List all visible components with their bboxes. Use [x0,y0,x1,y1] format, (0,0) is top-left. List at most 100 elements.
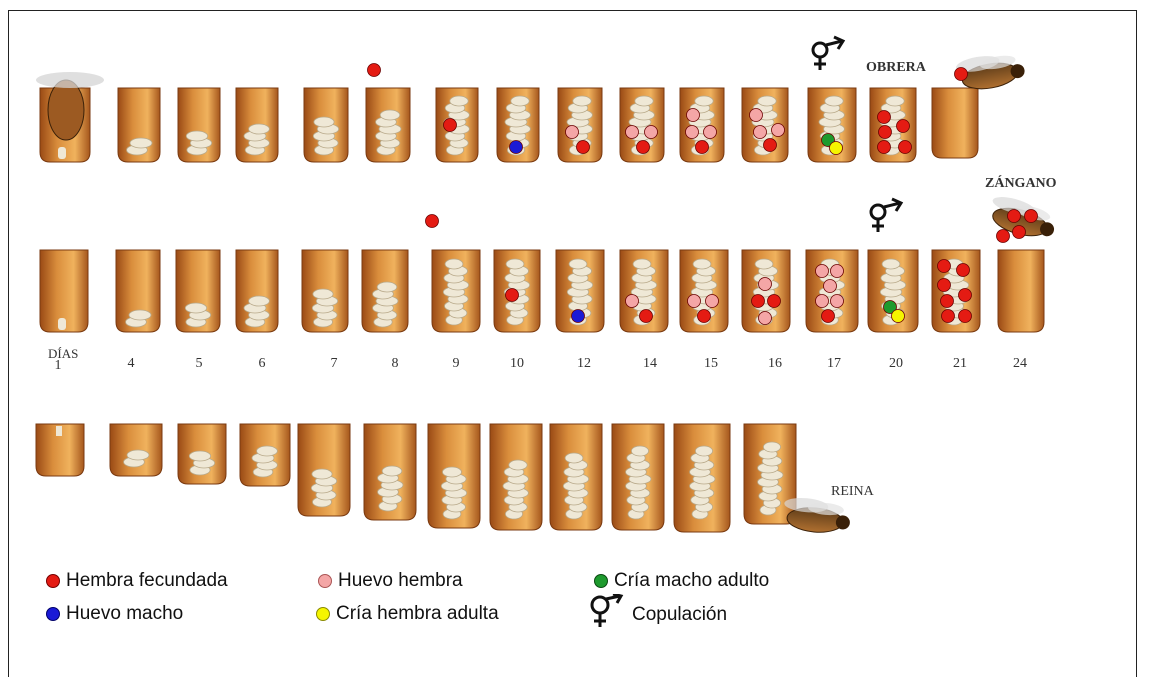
legend-cria-hembra-adulta: Cría hembra adulta [316,603,499,625]
marker-dot [566,126,579,139]
marker-dot [645,126,658,139]
zangano-cell [432,250,480,332]
larva-segment [445,259,463,269]
marker-dot [942,310,955,323]
legend-label: Cría macho adulto [614,570,769,592]
larva-segment [506,259,524,269]
marker-dot [824,280,837,293]
marker-dot [955,68,968,81]
obrera-cell [178,88,220,162]
day-label: 14 [643,356,657,372]
marker-dot [772,124,785,137]
cell-body [998,250,1044,332]
larva-segment [129,310,151,320]
marker-dot [706,295,719,308]
day-label: 21 [953,356,967,372]
label-dias: DÍAS [48,346,78,362]
label-reina: REINA [831,484,874,500]
marker-dot [892,310,905,323]
symbol-ring [813,43,827,57]
marker-dot [831,295,844,308]
zangano-cell [362,250,408,332]
marker-dot [941,295,954,308]
cell-body [932,88,978,158]
marker-dot [426,215,439,228]
larva-segment [573,96,591,106]
marker-dot [899,141,912,154]
larva-segment [450,96,468,106]
marker-dot [572,310,585,323]
larva-segment [249,296,270,306]
larva-segment [443,467,462,477]
reina-cell [612,424,664,530]
day-label: 15 [704,356,718,372]
bee-body [48,80,84,140]
marker-dot [1008,210,1021,223]
larva-segment [314,117,334,127]
marker-dot [444,119,457,132]
marker-dot [816,265,829,278]
legend-huevo-macho: Huevo macho [46,603,183,625]
marker-dot [759,278,772,291]
larva-segment [382,466,402,476]
larva-segment [127,450,149,460]
obrera-cell-empty [932,88,978,158]
marker-dot [997,230,1010,243]
marker-dot [816,295,829,308]
marker-dot [510,141,523,154]
red-dot-icon [46,574,60,588]
marker-dot [698,310,711,323]
marker-dot [878,141,891,154]
marker-dot [626,295,639,308]
marker-dot [704,126,717,139]
reina-cell [428,424,480,528]
blue-dot-icon [46,607,60,621]
zangano-cell [176,250,220,332]
larva-segment [511,96,529,106]
larva-segment [565,453,583,463]
day-label: 7 [331,356,338,372]
zangano-cell [302,250,348,332]
larva-segment [313,289,333,299]
larva-segment [377,282,397,292]
marker-dot [752,295,765,308]
day-label: 1 [55,358,62,374]
legend-label: Hembra fecundada [66,570,228,592]
reina-cell [744,424,796,524]
reina-cell [550,424,602,530]
larva-segment [635,96,653,106]
zangano-cell [236,250,278,332]
larva-segment [886,96,904,106]
larva-segment [312,469,332,479]
marker-dot [696,141,709,154]
larva-segment [825,96,843,106]
larva-segment [257,446,278,456]
legend-huevo-hembra: Huevo hembra [318,570,463,592]
larva-segment [758,96,776,106]
reina-cell [298,424,350,516]
egg [58,318,66,330]
larva-segment [763,442,780,452]
larva-segment [189,451,210,461]
obrera-cell [236,88,278,162]
zangano-cell [40,250,88,332]
bee-wing [36,72,104,88]
marker-dot [831,265,844,278]
larva-segment [633,259,651,269]
obrera-cell [366,88,410,162]
egg [58,147,66,159]
day-label: 20 [889,356,903,372]
larva-segment [693,259,711,269]
label-zangano: ZÁNGANO [985,176,1057,192]
marker-dot [830,142,843,155]
marker-dot [759,312,772,325]
obrera-cell [436,88,478,162]
copulation-symbol-obrera [813,37,843,70]
symbol-ring [871,205,885,219]
day-label: 6 [259,356,266,372]
marker-dot [506,289,519,302]
zangano-cell [116,250,160,332]
day-label: 17 [827,356,841,372]
marker-dot [1025,210,1038,223]
marker-dot [754,126,767,139]
